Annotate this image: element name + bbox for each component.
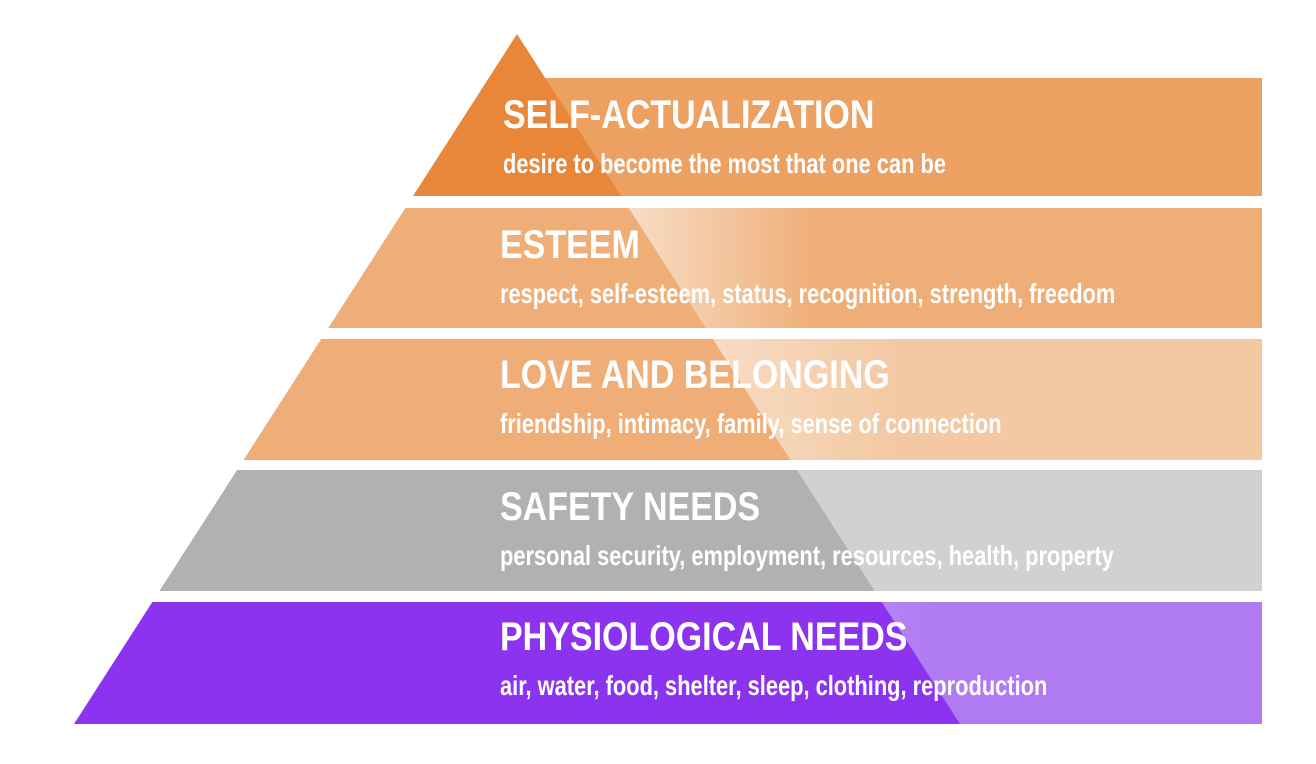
physiological-needs-triangle-segment [74, 602, 960, 724]
safety-needs-description: personal security, employment, resources… [500, 540, 1114, 571]
physiological-needs-description: air, water, food, shelter, sleep, clothi… [500, 670, 1048, 701]
self-actualization-triangle-segment [412, 34, 622, 196]
safety-needs-triangle-segment [159, 470, 875, 591]
physiological-needs-title: PHYSIOLOGICAL NEEDS [500, 615, 908, 659]
love-and-belonging-title: LOVE AND BELONGING [500, 353, 890, 397]
esteem-title: ESTEEM [500, 223, 640, 267]
love-and-belonging-description: friendship, intimacy, family, sense of c… [500, 408, 1002, 439]
esteem-description: respect, self-esteem, status, recognitio… [500, 278, 1116, 309]
esteem-triangle-segment [328, 208, 706, 328]
love-and-belonging-triangle-segment [243, 339, 791, 460]
self-actualization-description: desire to become the most that one can b… [503, 148, 946, 179]
safety-needs-title: SAFETY NEEDS [500, 485, 761, 529]
self-actualization-title: SELF-ACTUALIZATION [503, 93, 875, 137]
self-actualization-band [508, 78, 1262, 196]
